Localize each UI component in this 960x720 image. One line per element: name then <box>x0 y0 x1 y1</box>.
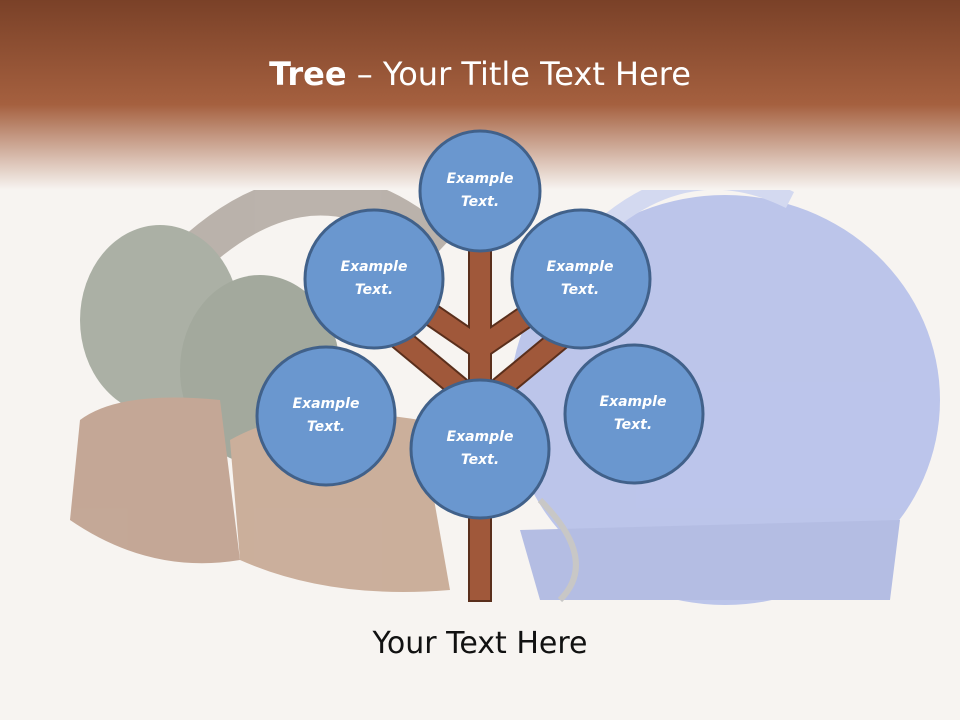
title-bold: Tree <box>269 55 347 93</box>
node-circle-lower-right <box>563 343 705 485</box>
caption-text: Your Text Here <box>372 626 588 661</box>
slide-title: Tree – Your Title Text Here <box>0 52 960 96</box>
node-circle-upper-left <box>303 208 445 350</box>
node-circle-upper-right <box>510 208 652 350</box>
node-circle-lower-left <box>255 345 397 487</box>
node-circle-center <box>409 378 551 520</box>
node-circle-top <box>418 129 542 253</box>
title-rest: – Your Title Text Here <box>346 55 691 93</box>
